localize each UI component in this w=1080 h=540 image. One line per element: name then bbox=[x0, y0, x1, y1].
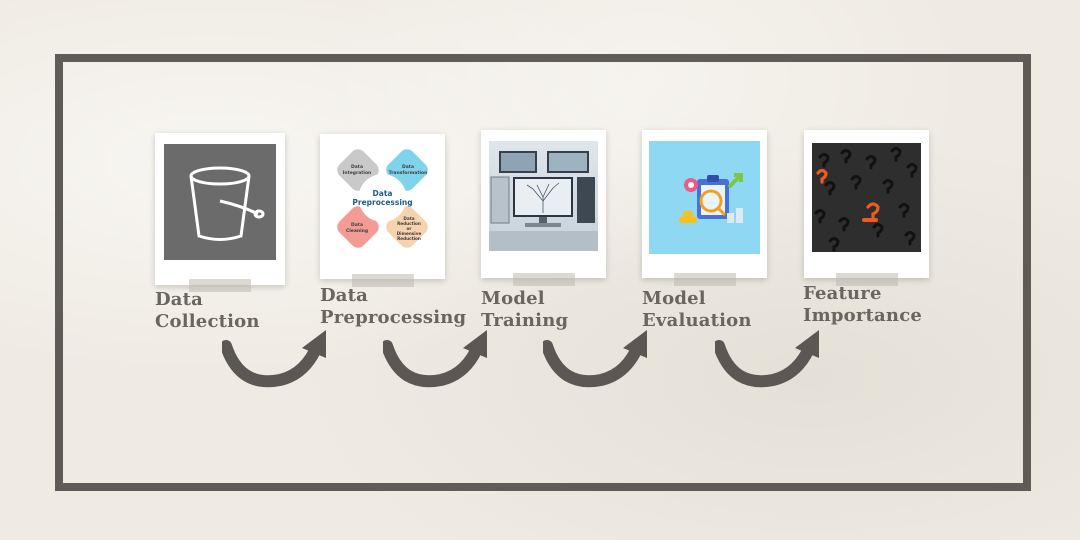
step-label-model-training: Model Training bbox=[481, 288, 568, 332]
step-card-data-preprocessing: Data Preprocessing Data Integration Data… bbox=[320, 134, 445, 287]
reduction-label-line4: Dimensive bbox=[397, 231, 422, 236]
step-card-data-collection bbox=[155, 133, 285, 292]
step-label-model-evaluation: Model Evaluation bbox=[642, 288, 752, 332]
tape-strip bbox=[189, 279, 251, 292]
tape-strip bbox=[835, 273, 898, 286]
tape-strip bbox=[512, 273, 575, 286]
cleaning-label-line2: Cleaning bbox=[346, 228, 368, 234]
tape-strip bbox=[673, 273, 736, 286]
step-label-feature-importance: Feature Importance bbox=[803, 283, 922, 327]
step-label-line2: Preprocessing bbox=[320, 307, 467, 328]
bucket-icon bbox=[189, 166, 265, 241]
feature-photo bbox=[812, 143, 921, 252]
step-label-line1: Feature bbox=[803, 283, 882, 304]
integration-label-line2: Integration bbox=[343, 170, 372, 176]
step-label-line2: Evaluation bbox=[642, 310, 752, 331]
step-card-feature-importance bbox=[804, 130, 929, 286]
step-label-line1: Data bbox=[320, 285, 369, 306]
center-circle bbox=[358, 174, 407, 222]
preprocessing-diagram-icon: Data Preprocessing Data Integration Data… bbox=[337, 149, 428, 248]
step-label-data-preprocessing: Data Preprocessing bbox=[320, 285, 466, 329]
bucket-photo bbox=[164, 144, 276, 260]
step-label-line1: Model bbox=[481, 288, 545, 309]
step-card-model-evaluation bbox=[642, 130, 767, 286]
curved-arrow-icon bbox=[715, 330, 819, 388]
reduction-label-line1: Data bbox=[403, 216, 414, 221]
step-label-line1: Data bbox=[155, 289, 204, 310]
step-label-line1: Model bbox=[642, 288, 706, 309]
evaluation-photo bbox=[649, 141, 760, 254]
step-card-model-training bbox=[481, 130, 606, 286]
evaluation-clipboard-icon bbox=[679, 173, 743, 223]
center-label-line2: Preprocessing bbox=[352, 198, 412, 207]
computer-workstation-icon bbox=[489, 151, 598, 251]
center-label-line1: Data bbox=[373, 189, 393, 198]
step-label-data-collection: Data Collection bbox=[155, 289, 260, 333]
reduction-label-line3: or bbox=[407, 226, 413, 231]
step-label-line2: Importance bbox=[803, 305, 923, 326]
training-photo bbox=[489, 141, 598, 251]
reduction-label-line5: Reduction bbox=[397, 236, 421, 241]
reduction-label-line2: Reduction bbox=[397, 221, 421, 226]
transformation-label-line1: Data bbox=[402, 164, 414, 170]
transformation-label-line2: Transformation bbox=[389, 170, 428, 176]
curved-arrow-icon bbox=[222, 330, 326, 388]
step-label-line2: Collection bbox=[155, 311, 260, 332]
integration-label-line1: Data bbox=[351, 164, 363, 170]
question-marks-icon bbox=[814, 147, 918, 252]
process-frame bbox=[55, 54, 1031, 491]
curved-arrow-icon bbox=[543, 330, 647, 388]
cleaning-label-line1: Data bbox=[351, 222, 363, 228]
curved-arrow-icon bbox=[383, 330, 487, 388]
preprocessing-photo: Data Preprocessing Data Integration Data… bbox=[324, 140, 441, 272]
tape-strip bbox=[351, 274, 414, 287]
step-label-line2: Training bbox=[481, 310, 569, 331]
